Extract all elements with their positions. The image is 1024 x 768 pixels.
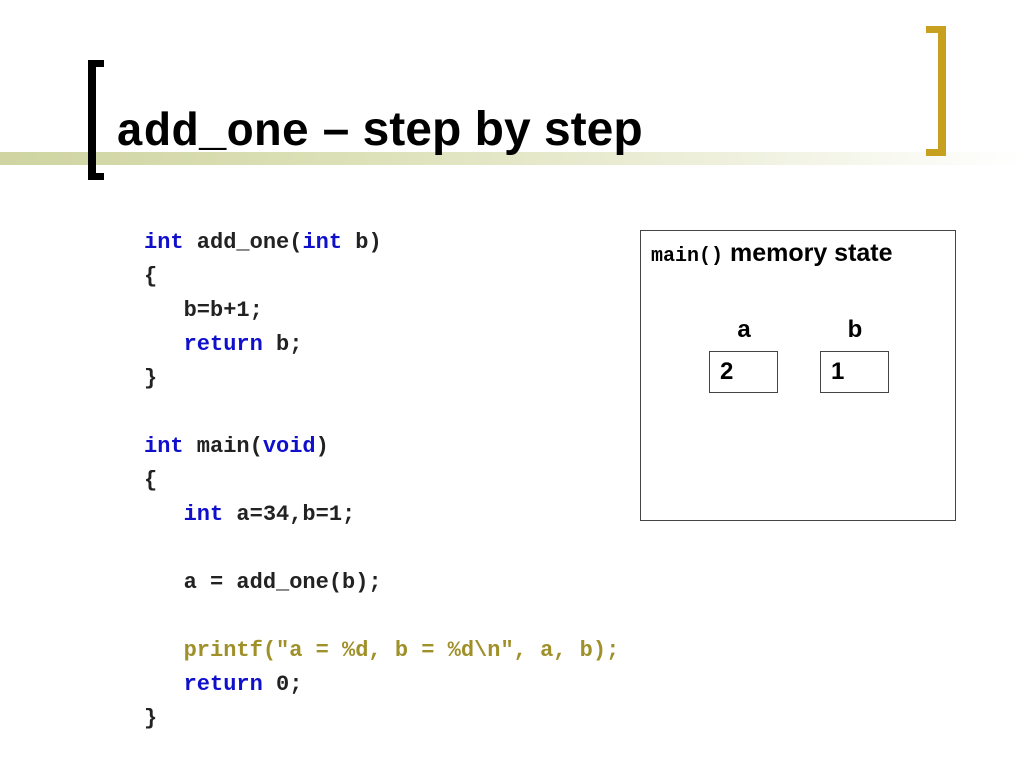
variable-value-b: 1 <box>820 351 889 393</box>
code-text: add_one( <box>183 230 303 255</box>
code-line: } <box>144 706 158 731</box>
code-line: a = add_one(b); <box>144 570 382 595</box>
title-band <box>0 152 1024 165</box>
code-blank-line <box>144 600 619 634</box>
code-keyword: return <box>183 332 263 357</box>
title-code: add_one <box>116 107 310 159</box>
code-line: } <box>144 366 158 391</box>
code-keyword: void <box>262 434 316 459</box>
code-text: b; <box>262 332 303 357</box>
code-text: main( <box>183 434 263 459</box>
code-text: 0; <box>262 672 303 697</box>
variable-value-a: 2 <box>709 351 778 393</box>
code-keyword: int <box>302 230 343 255</box>
code-line-printf: printf("a = %d, b = %d\n", a, b); <box>144 638 620 663</box>
title-text: – step by step <box>309 103 643 156</box>
code-keyword: int <box>144 230 184 255</box>
right-bracket-decoration <box>926 26 946 156</box>
slide-title: add_one – step by step <box>116 100 643 160</box>
variable-name-a: a <box>737 316 751 343</box>
code-line: { <box>144 264 158 289</box>
code-text: b) <box>342 230 382 255</box>
code-keyword: return <box>183 672 263 697</box>
memory-state-title: main() memory state <box>651 235 941 275</box>
code-line: int a=34,b=1; <box>144 498 619 532</box>
code-blank-line <box>144 396 619 430</box>
code-keyword: int <box>144 434 184 459</box>
code-text: a=34,b=1; <box>223 502 356 527</box>
left-bracket-decoration <box>88 60 104 180</box>
code-indent <box>144 672 184 697</box>
code-keyword: int <box>183 502 224 527</box>
code-listing: int add_one(int b) { b=b+1; return b; } … <box>144 226 619 736</box>
code-line: { <box>144 468 158 493</box>
code-line: int main(void) <box>144 430 619 464</box>
memory-title-text: memory state <box>723 239 893 267</box>
memory-state-panel: main() memory state a b 2 1 <box>640 230 956 521</box>
code-text: ) <box>315 434 329 459</box>
code-blank-line <box>144 532 619 566</box>
variable-name-b: b <box>847 316 863 343</box>
code-line: return b; <box>144 328 619 362</box>
code-indent <box>144 332 184 357</box>
memory-title-code: main() <box>651 245 724 268</box>
code-indent <box>144 502 184 527</box>
code-line: return 0; <box>144 668 619 702</box>
code-line: b=b+1; <box>144 298 263 323</box>
code-line: int add_one(int b) <box>144 226 619 260</box>
